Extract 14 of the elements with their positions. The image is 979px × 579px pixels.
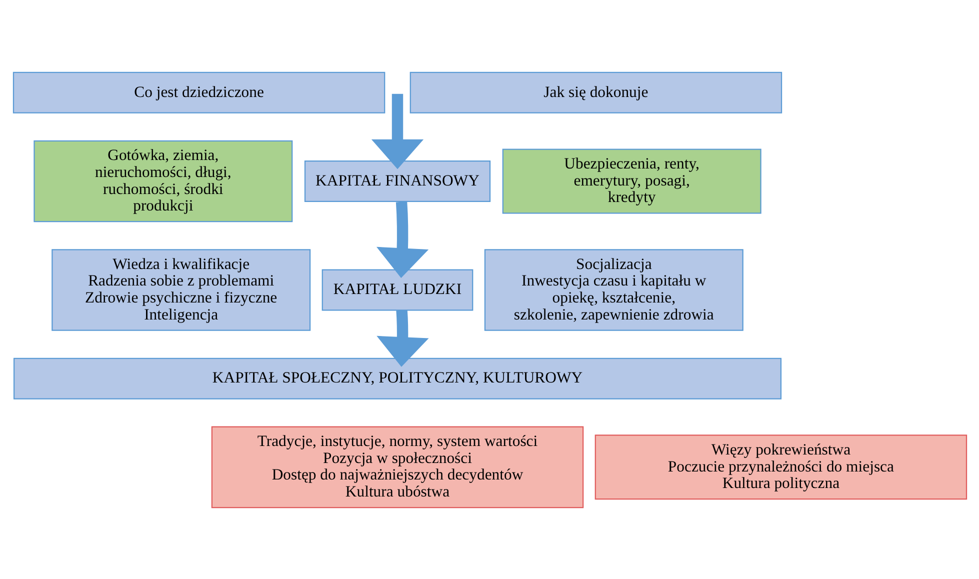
node-box: Gotówka, ziemia, nieruchomości, długi, ruchomości, środki produkcji [33, 140, 292, 222]
node-box: KAPITAŁ FINANSOWY [304, 160, 490, 202]
arrow [376, 309, 428, 366]
node-box: Tradycje, instytucje, normy, system wartości Pozycja w społeczności Dostęp do najważniejszych decydentów Kultura ubóstwa [210, 426, 584, 508]
node-box: Jak się dokonuje [409, 71, 782, 113]
node-box: KAPITAŁ LUDZKI [321, 268, 473, 310]
node-box: Co jest dziedziczone [12, 71, 385, 113]
node-box: Wiedza i kwalifikacje Radzenia sobie z problemami Zdrowie psychiczne i fizyczne Inteligencja [51, 248, 310, 330]
node-box: KAPITAŁ SPOŁECZNY, POLITYCZNY, KULTUROWY [12, 357, 782, 399]
arrow [370, 93, 424, 169]
node-box: Ubezpieczenia, renty, emerytury, posagi, kredyty [502, 148, 761, 214]
node-box: Socjalizacja Inwestycja czasu i kapitału w opiekę, kształcenie, szkolenie, zapewnienie zdrowia [484, 248, 743, 330]
arrow [376, 201, 428, 278]
node-box: Więzy pokrewieństwa Poczucie przynależności do miejsca Kultura polityczna [594, 434, 967, 500]
